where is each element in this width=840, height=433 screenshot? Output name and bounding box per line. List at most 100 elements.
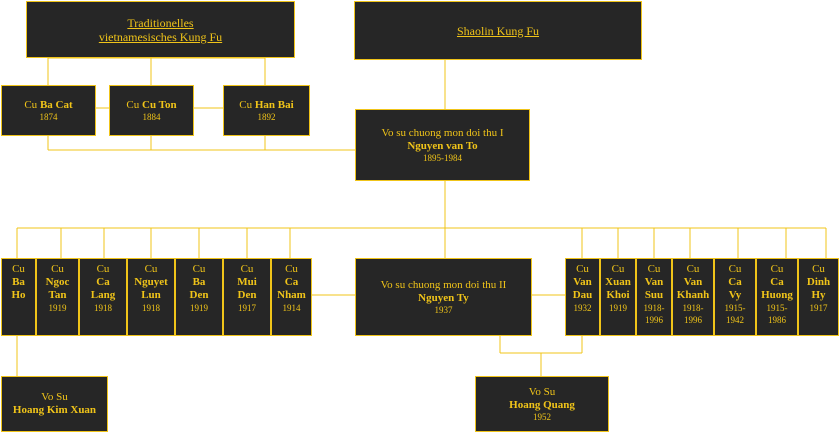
- student-year: 1919: [190, 303, 208, 313]
- student-name-line: Dau: [572, 289, 593, 301]
- student-van-suu: Cu Van Suu 1918- 1996: [636, 258, 672, 336]
- master-title: Vo su chuong mon doi thu II: [380, 278, 507, 291]
- student-ba-den: Cu Ba Den 1919: [175, 258, 223, 336]
- student-name-line: Ca: [728, 276, 742, 288]
- student-prefix: Cu: [192, 263, 206, 275]
- student-name-line: Ba: [192, 276, 206, 288]
- student-name-line: Khoi: [606, 289, 630, 301]
- student-name-line: Lang: [90, 289, 116, 301]
- vosu-title: Vo Su: [528, 385, 556, 398]
- student-year: 1942: [726, 315, 744, 325]
- student-year: 1932: [573, 303, 592, 313]
- student-prefix: Cu: [728, 263, 742, 275]
- vosu-hoang-quang: Vo Su Hoang Quang 1952: [475, 376, 609, 432]
- student-prefix: Cu: [12, 263, 25, 275]
- student-name-line: Xuan: [605, 276, 631, 288]
- student-van-dau: Cu Van Dau 1932: [565, 258, 600, 336]
- student-year: 1996: [645, 315, 663, 325]
- header-vietnamese-line1[interactable]: Traditionelles: [127, 15, 194, 30]
- founder-name: Han Bai: [254, 98, 294, 111]
- student-name-line: Ca: [284, 276, 299, 288]
- student-year: 1914: [282, 303, 301, 313]
- student-year: 1915-: [724, 303, 746, 313]
- vosu-name: Hoang Kim Xuan: [12, 404, 97, 416]
- student-name-line: Ca: [770, 276, 784, 288]
- student-ca-lang: Cu Ca Lang 1918: [79, 258, 127, 336]
- student-name-line: Lun: [141, 289, 161, 301]
- student-name-line: Nguyet: [134, 276, 168, 288]
- student-xuan-khoi: Cu Xuan Khoi 1919: [600, 258, 636, 336]
- master-name: Nguyen Ty: [418, 291, 469, 304]
- founder-prefix: Cu: [126, 98, 140, 111]
- student-prefix: Cu: [812, 263, 825, 275]
- student-van-khanh: Cu Van Khanh 1918- 1996: [672, 258, 714, 336]
- student-year: 1919: [609, 303, 627, 313]
- student-prefix: Cu: [51, 263, 64, 275]
- master-generation-1: Vo su chuong mon doi thu I Nguyen van To…: [355, 109, 530, 181]
- student-prefix: Cu: [240, 263, 254, 275]
- student-name-line: Huong: [761, 289, 793, 301]
- founder-year: 1874: [39, 111, 58, 122]
- student-name-line: Mui: [237, 276, 257, 288]
- vosu-title: Vo Su: [41, 391, 68, 403]
- founder-prefix: Cu: [24, 98, 38, 111]
- student-name-line: Tan: [48, 289, 67, 301]
- student-name-line: Ho: [11, 289, 26, 301]
- master-years: 1937: [434, 304, 453, 315]
- student-name-line: Ba: [12, 276, 25, 288]
- header-vietnamese-kungfu: Traditionelles vietnamesisches Kung Fu: [26, 1, 295, 58]
- student-ca-vy: Cu Ca Vy 1915- 1942: [714, 258, 756, 336]
- vosu-hoang-kim-xuan: Vo Su Hoang Kim Xuan: [1, 376, 108, 432]
- founder-name: Cu Ton: [142, 98, 177, 111]
- student-year: 1917: [238, 303, 256, 313]
- header-vietnamese-line2[interactable]: vietnamesisches Kung Fu: [98, 29, 223, 44]
- master-title: Vo su chuong mon doi thu I: [381, 126, 504, 139]
- student-name-line: Ngoc: [45, 276, 70, 288]
- student-year: 1915-: [766, 303, 788, 313]
- student-nguyet-lun: Cu Nguyet Lun 1918: [127, 258, 175, 336]
- header-shaolin-link[interactable]: Shaolin Kung Fu: [456, 23, 539, 38]
- student-name-line: Den: [189, 289, 209, 301]
- student-year: 1918: [94, 303, 112, 313]
- student-year: 1917: [809, 303, 828, 313]
- student-mui-den: Cu Mui Den 1917: [223, 258, 271, 336]
- student-prefix: Cu: [96, 263, 110, 275]
- student-ba-ho: Cu Ba Ho: [1, 258, 36, 336]
- student-year: 1918-: [682, 303, 704, 313]
- student-dinh-hy: Cu Dinh Hy 1917: [798, 258, 839, 336]
- student-year: 1996: [684, 315, 702, 325]
- master-generation-2: Vo su chuong mon doi thu II Nguyen Ty 19…: [355, 258, 532, 336]
- founder-cu-ton: Cu Cu Ton 1884: [109, 85, 194, 136]
- student-prefix: Cu: [770, 263, 784, 275]
- student-year: 1919: [48, 303, 67, 313]
- founder-ba-cat: Cu Ba Cat 1874: [1, 85, 96, 136]
- vosu-year: 1952: [533, 411, 551, 422]
- student-prefix: Cu: [611, 263, 625, 275]
- student-name-line: Den: [237, 289, 257, 301]
- founder-year: 1884: [142, 111, 161, 122]
- student-name-line: Ca: [96, 276, 110, 288]
- student-name-line: Dinh: [806, 276, 831, 288]
- student-prefix: Cu: [647, 263, 661, 275]
- founder-prefix: Cu: [239, 98, 253, 111]
- master-name: Nguyen van To: [407, 139, 478, 152]
- student-ca-huong: Cu Ca Huong 1915- 1986: [756, 258, 798, 336]
- master-years: 1895-1984: [423, 152, 462, 163]
- student-name-line: Vy: [728, 289, 742, 301]
- student-name-line: Van: [573, 276, 592, 288]
- founder-year: 1892: [257, 111, 276, 122]
- student-prefix: Cu: [576, 263, 589, 275]
- vosu-name: Hoang Quang: [509, 398, 575, 411]
- student-prefix: Cu: [686, 263, 700, 275]
- student-year: 1918-: [643, 303, 665, 313]
- student-name-line: Nham: [277, 289, 306, 301]
- student-name-line: Hy: [811, 289, 826, 301]
- student-name-line: Van: [644, 276, 664, 288]
- student-year: 1918: [142, 303, 160, 313]
- student-name-line: Suu: [644, 289, 664, 301]
- student-year: 1986: [768, 315, 786, 325]
- header-shaolin-kungfu: Shaolin Kung Fu: [354, 1, 642, 60]
- founder-name: Ba Cat: [39, 98, 73, 111]
- student-name-line: Khanh: [676, 289, 710, 301]
